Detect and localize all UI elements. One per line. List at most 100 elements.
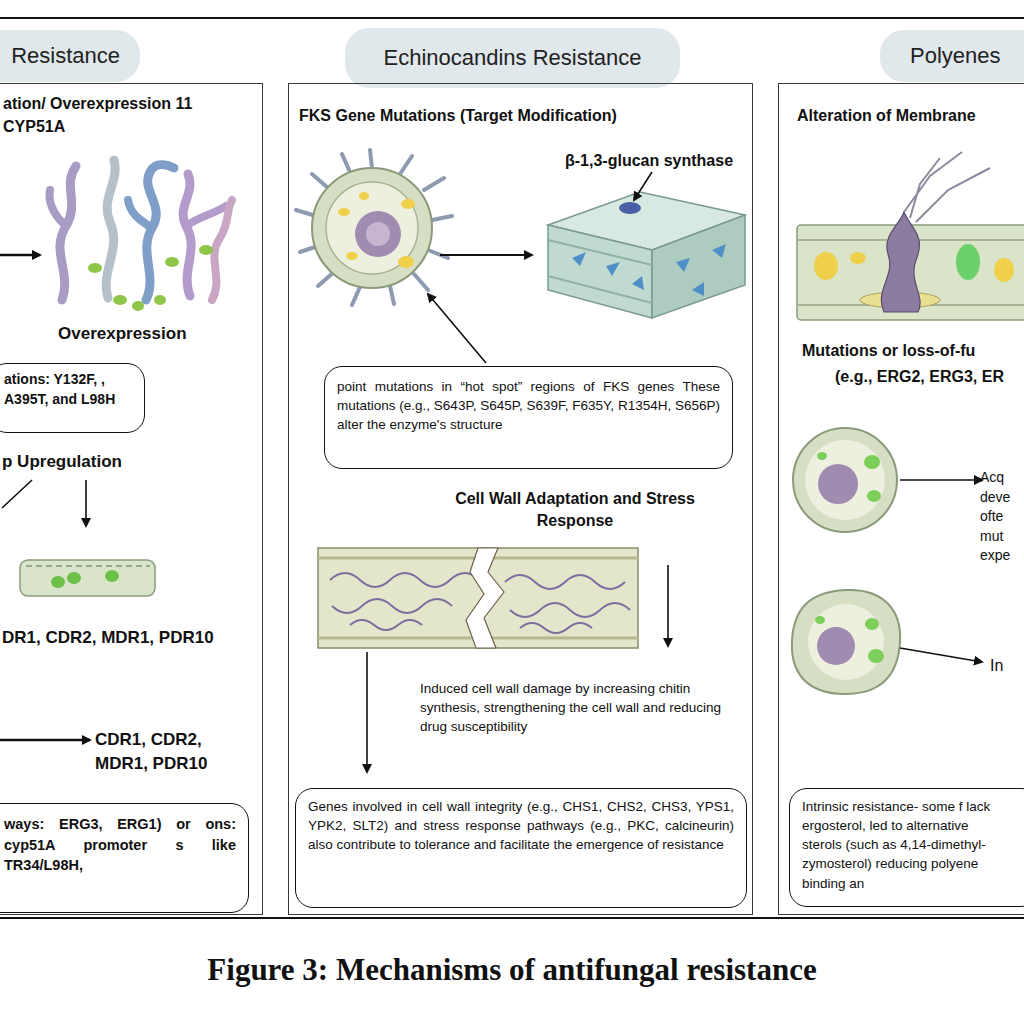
arrow-line [0, 739, 90, 742]
panel-heading: FKS Gene Mutations (Target Modification) [289, 84, 752, 135]
note-box: ways: ERG3, ERG1) or ons: cyp51A promote… [0, 803, 249, 913]
arrow-line [428, 294, 486, 363]
protein-strand [183, 174, 191, 296]
membrane-edge [26, 565, 150, 567]
enzyme-site [619, 202, 641, 214]
organelle [865, 618, 879, 630]
header-pill: Polyenes [880, 30, 1024, 82]
note-box: Genes involved in cell wall integrity (e… [295, 788, 747, 908]
box-text: point mutations in “hot spot” regions of… [337, 377, 720, 434]
protein-strand [128, 200, 152, 228]
organelle [359, 192, 369, 200]
text-label: Overexpression [58, 322, 228, 346]
fungal-cell [792, 590, 900, 694]
cell-nucleolus [366, 222, 390, 246]
box-text: ations: Y132F, , A395T, and L98H [4, 370, 136, 410]
text-label: Induced cell wall damage by increasing c… [420, 680, 742, 737]
organelle [864, 455, 880, 469]
sterol-molecule [814, 252, 838, 280]
sterol-molecule [956, 244, 980, 280]
cell-spikes [296, 150, 452, 305]
drug-molecule [132, 301, 144, 311]
text-label: DR1, CDR2, MDR1, PDR10 [2, 626, 260, 650]
sterol-molecule [850, 252, 866, 264]
pump-protein [105, 570, 119, 582]
box-text: ways: ERG3, ERG1) or ons: cyp51A promote… [4, 814, 236, 876]
text-label: p Upregulation [2, 450, 162, 474]
arrow-line [667, 565, 669, 646]
cell-nucleus [817, 627, 855, 665]
drug-molecule [113, 295, 127, 305]
arrow-line [440, 254, 532, 256]
organelle [817, 452, 827, 460]
text-label: In [990, 655, 1020, 677]
sterol-molecule [994, 258, 1014, 282]
pump-protein [51, 576, 65, 588]
leader-line [2, 480, 32, 508]
protein-strand [212, 200, 232, 300]
membrane-tube [20, 560, 155, 596]
cell-nucleus [818, 464, 858, 504]
arrow-line [900, 648, 982, 662]
arrow-line [634, 172, 652, 200]
header-text: Resistance [11, 43, 120, 69]
panel-heading: ation/ Overexpression 11 CYP51A [0, 84, 209, 146]
box-text: Genes involved in cell wall integrity (e… [308, 797, 734, 854]
drug-molecule [88, 263, 102, 273]
organelle [398, 256, 414, 268]
cell-wall [312, 168, 432, 288]
synthase-side [652, 215, 745, 318]
glucan-unit [676, 258, 690, 272]
text-label: CDR1, CDR2, MDR1, PDR10 [95, 728, 255, 776]
organelle [401, 199, 415, 209]
arrow-line [900, 479, 982, 481]
protein-strand [50, 190, 66, 226]
text-label: β-1,3-glucan synthase [565, 150, 750, 172]
glucan-unit [572, 252, 586, 266]
text-label: Cell Wall Adaptation and Stress Response [420, 488, 730, 533]
figure-caption: Figure 3: Mechanisms of antifungal resis… [0, 952, 1024, 988]
cell-membrane [808, 604, 884, 680]
cell-membrane [326, 182, 418, 274]
drug-molecule [165, 257, 179, 267]
cell-nucleus [355, 211, 401, 257]
wall-crack [466, 548, 504, 648]
arrow-line [85, 480, 87, 526]
panel-heading: Alteration of Membrane [779, 84, 1017, 135]
note-box: Intrinsic resistance- some f lack ergost… [789, 788, 1024, 907]
note-box: point mutations in “hot spot” regions of… [324, 366, 733, 469]
arrow-line [366, 652, 368, 772]
protein-strand [146, 165, 174, 300]
pump-protein [67, 572, 81, 584]
text-label: Mutations or loss-of-fu [802, 340, 1022, 362]
glucan-unit [632, 276, 644, 290]
text-label: (e.g., ERG2, ERG3, ER [835, 366, 1020, 388]
text-label: Acq deve ofte mut expe [980, 468, 1022, 566]
figure-frame [0, 18, 1024, 918]
protein-strand [186, 206, 226, 226]
drug-fibres [904, 152, 990, 222]
box-text: Intrinsic resistance- some f lack ergost… [802, 797, 1012, 893]
header-pill: Resistance [0, 30, 140, 82]
organelle [815, 616, 825, 624]
cell-membrane [805, 440, 885, 520]
protein-strand [106, 160, 115, 298]
fungal-cell [296, 150, 452, 305]
layer-line [548, 276, 652, 303]
mechanism-panel: ation/ Overexpression 11 CYP51A ations: Y… [0, 83, 263, 915]
drug-molecule [199, 245, 213, 255]
drug-molecule [154, 295, 166, 305]
fungal-cell [793, 428, 897, 532]
organelle [338, 208, 350, 216]
glucan-unit [606, 262, 620, 276]
arrow-line [0, 254, 40, 257]
glucan-unit [712, 244, 726, 258]
protein-strand [60, 166, 76, 300]
header-pill: Echinocandins Resistance [345, 28, 680, 88]
organelle [868, 649, 884, 663]
organelle [346, 252, 358, 260]
synthase-front [548, 225, 652, 318]
glucan-unit [692, 282, 704, 296]
polyene-pore [881, 212, 920, 312]
